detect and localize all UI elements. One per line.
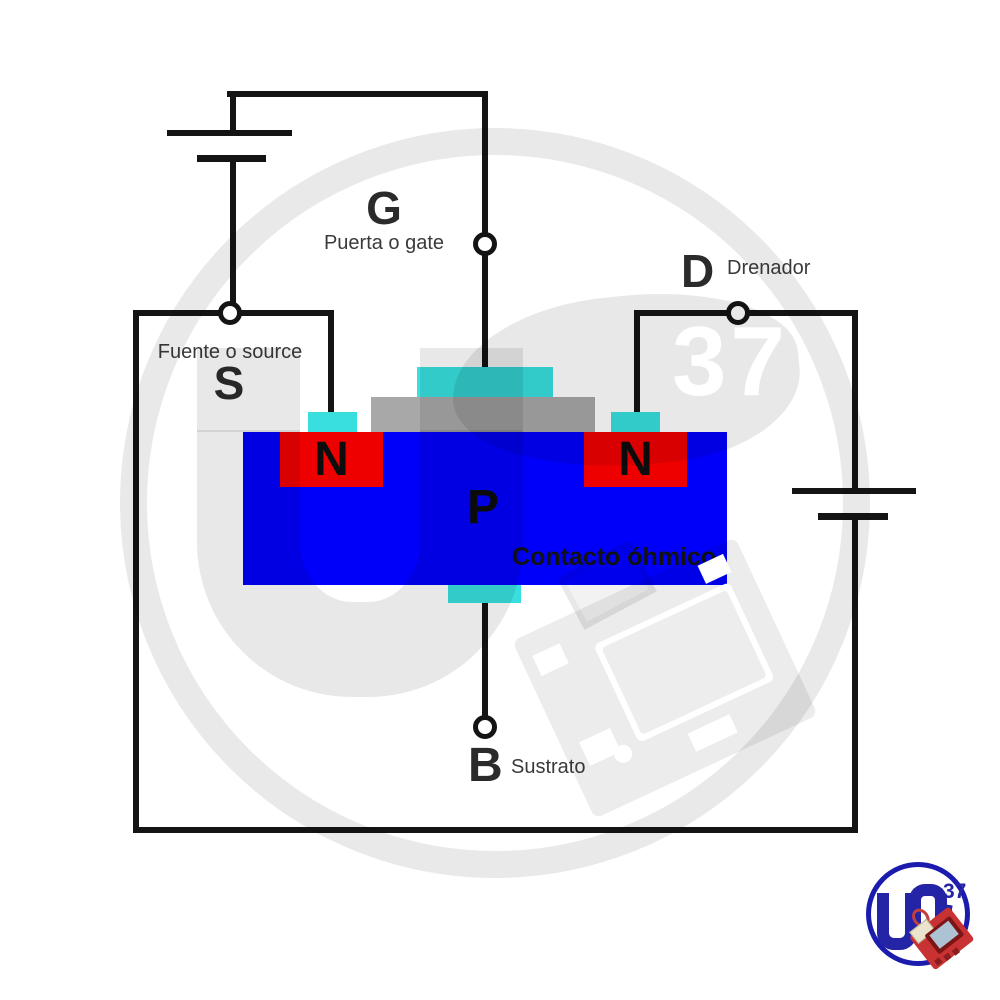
- watermark-u-left-stem: [197, 348, 300, 432]
- wire-gate-top-horizontal: [227, 91, 488, 97]
- wire-left-battery-lower: [230, 161, 236, 303]
- logo-37-number: 37: [943, 880, 967, 903]
- left-battery-long-plate: [167, 130, 292, 136]
- left-battery-short-plate: [197, 155, 266, 162]
- watermark-37-number: 37: [672, 306, 790, 416]
- watermark-u-right-stem: [420, 348, 523, 432]
- wire-outer-right-lower: [852, 520, 858, 833]
- wire-left-battery-upper: [230, 94, 236, 133]
